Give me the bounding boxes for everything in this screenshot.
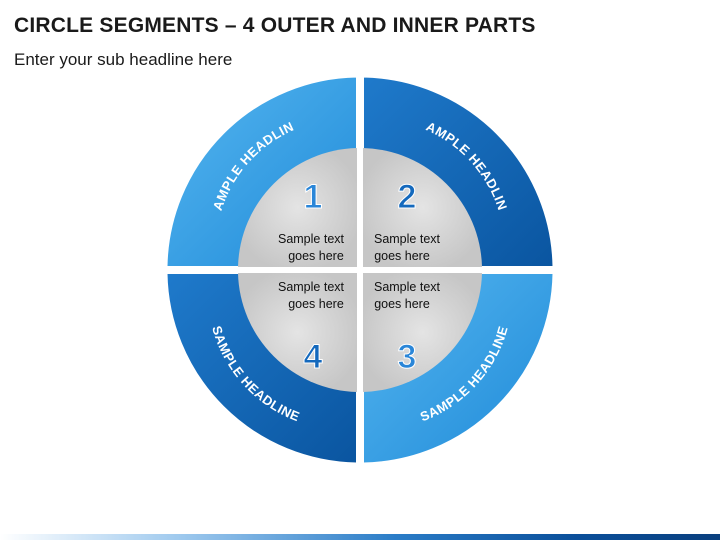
inner-quadrant-1[interactable] xyxy=(238,148,357,267)
inner-quadrant-4[interactable] xyxy=(238,273,357,392)
segment-1-text-line1: Sample text xyxy=(278,232,345,246)
inner-quadrant-3[interactable] xyxy=(363,273,482,392)
segment-3-text-line2: goes here xyxy=(374,297,430,311)
segment-1-text-line2: goes here xyxy=(288,249,344,263)
segment-2-number: 2 xyxy=(398,178,417,216)
page-subtitle: Enter your sub headline here xyxy=(14,50,233,69)
page-title: CIRCLE SEGMENTS – 4 OUTER AND INNER PART… xyxy=(14,14,536,37)
inner-quadrant-2[interactable] xyxy=(363,148,482,267)
segment-4-text-line1: Sample text xyxy=(278,280,345,294)
segment-4-number: 4 xyxy=(304,338,323,376)
segment-3-number: 3 xyxy=(398,338,417,376)
segment-2-text-line2: goes here xyxy=(374,249,430,263)
segment-2-text-line1: Sample text xyxy=(374,232,441,246)
segment-4-text-line2: goes here xyxy=(288,297,344,311)
footer-accent-bar xyxy=(0,534,720,540)
segment-1-number: 1 xyxy=(304,178,323,216)
segment-3-text-line1: Sample text xyxy=(374,280,441,294)
